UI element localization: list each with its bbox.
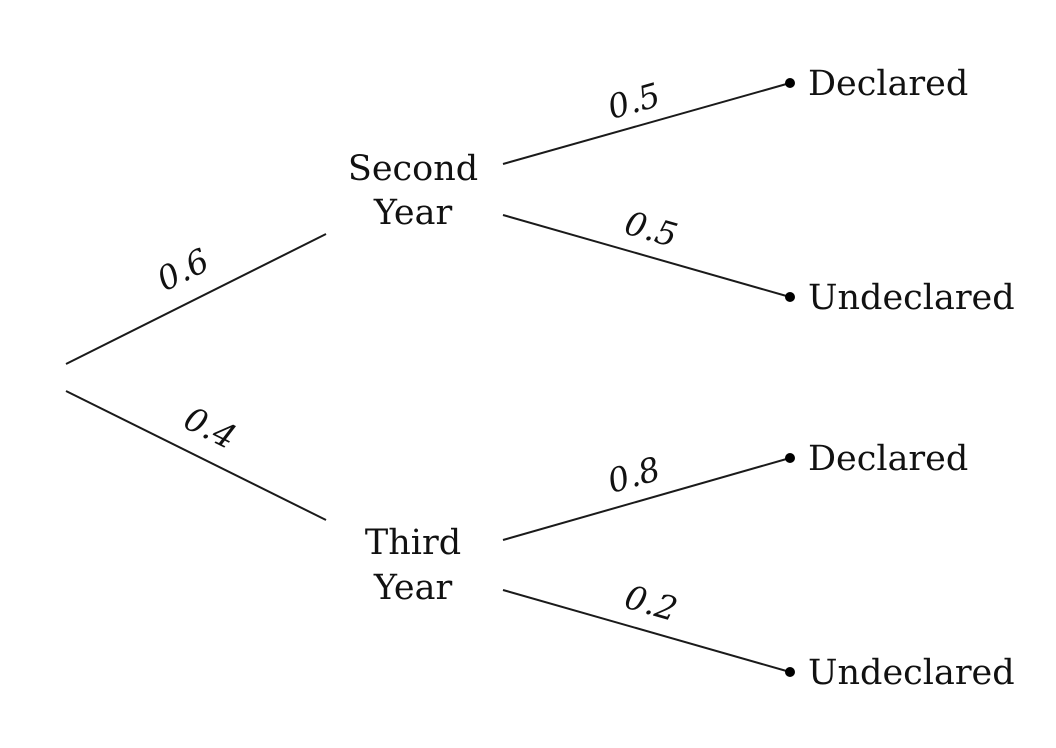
prob-third-year-declared: 0.8 [603, 449, 664, 501]
prob-third-year: 0.4 [178, 399, 242, 457]
leaf-label-third-year-declared: Declared [808, 439, 968, 479]
branch-second-year-undeclared [502, 214, 791, 298]
leaf-dot-second-year-undeclared [785, 292, 795, 302]
leaf-label-second-year-undeclared: Undeclared [808, 278, 1015, 318]
leaf-dot-third-year-undeclared [785, 667, 795, 677]
leaf-dot-third-year-declared [785, 453, 795, 463]
prob-second-year-undeclared: 0.5 [621, 203, 682, 255]
prob-second-year-declared: 0.5 [603, 75, 664, 127]
leaf-label-second-year-declared: Declared [808, 64, 968, 104]
node-second-year-line2: Year [373, 193, 453, 233]
leaf-label-third-year-undeclared: Undeclared [808, 653, 1015, 693]
branch-root-third-year [65, 390, 327, 521]
branch-second-year-declared [502, 82, 791, 165]
node-third-year-line2: Year [373, 568, 453, 608]
branch-root-second-year [65, 233, 327, 365]
prob-second-year: 0.6 [151, 241, 215, 299]
branch-third-year-declared [502, 457, 791, 541]
branch-third-year-undeclared [502, 589, 791, 673]
node-second-year-line1: Second [348, 149, 478, 189]
node-third-year-line1: Third [365, 523, 461, 563]
leaf-dot-second-year-declared [785, 78, 795, 88]
prob-third-year-undeclared: 0.2 [621, 577, 682, 629]
